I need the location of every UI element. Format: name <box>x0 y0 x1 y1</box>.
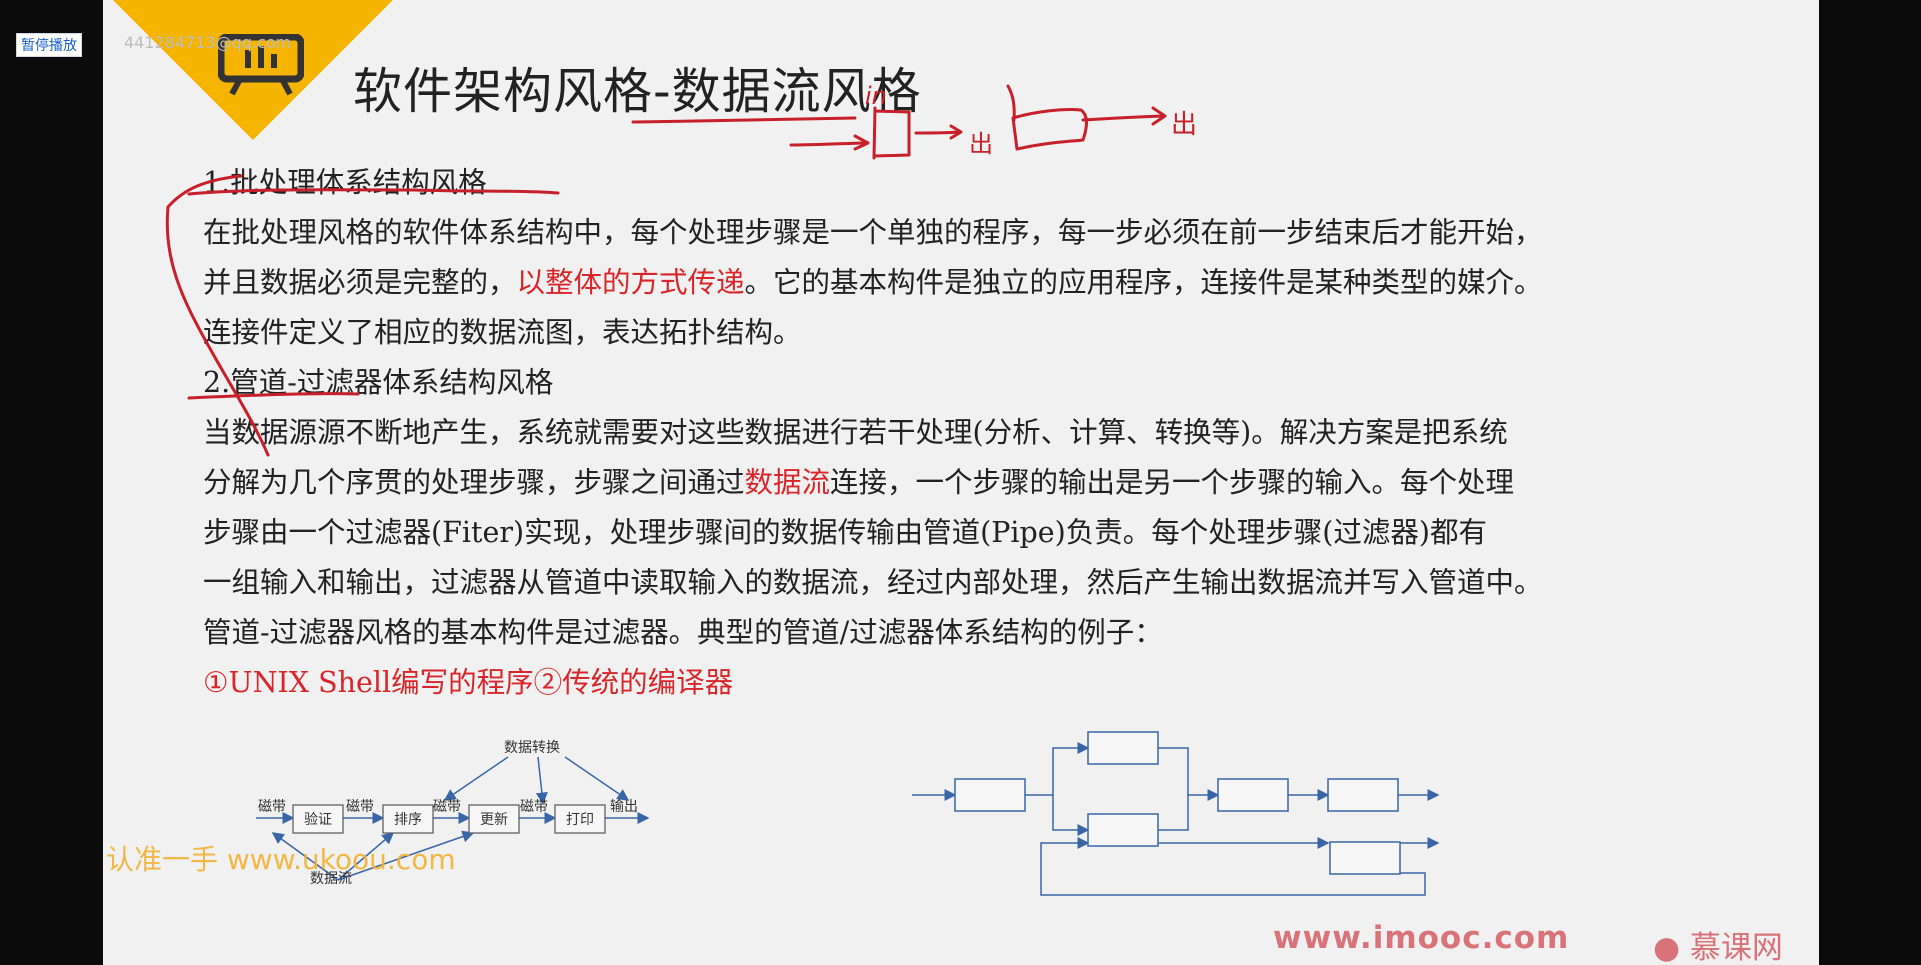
pause-button[interactable]: 暂停播放 <box>16 33 82 57</box>
batch-diagram: 磁带 磁带 磁带 磁带 验证 排序 更新 打印 输出 数据转换 数据流 <box>256 739 650 887</box>
transform-label: 数据转换 <box>504 739 560 756</box>
section2-line3: 步骤由一个过滤器(Fiter)实现，处理步骤间的数据传输由管道(Pipe)负责。… <box>203 516 1487 549</box>
imooc-logo-text: 慕课网 <box>1689 930 1783 965</box>
section2-line4: 一组输入和输出，过滤器从管道中读取输入的数据流，经过内部处理，然后产生输出数据流… <box>203 566 1543 599</box>
section2-line1: 当数据源源不断地产生，系统就需要对这些数据进行若干处理(分析、计算、转换等)。解… <box>203 416 1508 449</box>
corner-decoration <box>113 0 393 140</box>
section2-line5: 管道-过滤器风格的基本构件是过滤器。典型的管道/过滤器体系结构的例子： <box>203 616 1163 649</box>
section1-highlight: 以整体的方式传递 <box>516 266 745 299</box>
box-update: 更新 <box>480 812 508 828</box>
tape-label-2: 磁带 <box>346 799 374 815</box>
section2-examples: ①UNIX Shell编写的程序②传统的编译器 <box>203 666 734 699</box>
tape-label-4: 磁带 <box>520 799 548 815</box>
imooc-watermark: www.imooc.com <box>1273 920 1570 956</box>
flame-icon: ● <box>1653 930 1681 965</box>
qq-watermark: 441284713@qq.com <box>124 33 292 52</box>
pen-annotations: in 出 出 <box>165 82 1197 457</box>
ukoou-watermark: 认准一手 www.ukoou.com <box>106 843 456 876</box>
pipe-filter-diagram <box>912 731 1440 896</box>
box-verify: 验证 <box>304 812 332 828</box>
section1-heading: 1.批处理体系结构风格 <box>203 166 487 199</box>
section1-line3: 连接件定义了相应的数据流图，表达拓扑结构。 <box>203 316 802 349</box>
annotation-in: in <box>865 82 887 110</box>
tape-label-3: 磁带 <box>433 799 461 815</box>
presentation-board-icon <box>218 34 304 96</box>
slide: 软件架构风格-数据流风格 1.批处理体系结构风格 在批处理风格的软件体系结构中，… <box>103 0 1819 965</box>
section2-heading: 2.管道-过滤器体系结构风格 <box>203 366 554 399</box>
section1-line2-text: 并且数据必须是完整的， <box>203 266 517 299</box>
tape-label-1: 磁带 <box>258 799 286 815</box>
section2-line2: 分解为几个序贯的处理步骤，步骤之间通过数据流连接，一个步骤的输出是另一个步骤的输… <box>203 458 1803 508</box>
section2-line2-tail: 连接，一个步骤的输出是另一个步骤的输入。每个处理 <box>830 466 1515 499</box>
section2-highlight: 数据流 <box>744 466 831 499</box>
box-sort: 排序 <box>394 812 422 828</box>
slide-content: 1.批处理体系结构风格 在批处理风格的软件体系结构中，每个处理步骤是一个单独的程… <box>203 158 1803 708</box>
section1-line2: 并且数据必须是完整的，以整体的方式传递。它的基本构件是独立的应用程序，连接件是某… <box>203 258 1803 308</box>
output-label: 输出 <box>610 799 638 815</box>
imooc-logo: ● 慕课网 <box>1653 922 1783 965</box>
annotation-out-1: 出 <box>969 130 993 158</box>
annotation-out-2: 出 <box>1171 110 1197 140</box>
dataflow-label: 数据流 <box>310 871 352 887</box>
section2-line2-text: 分解为几个序贯的处理步骤，步骤之间通过 <box>203 466 745 499</box>
section1-line1: 在批处理风格的软件体系结构中，每个处理步骤是一个单独的程序，每一步必须在前一步结… <box>203 216 1543 249</box>
box-print: 打印 <box>566 811 594 828</box>
section1-line2-tail: 。它的基本构件是独立的应用程序，连接件是某种类型的媒介。 <box>744 266 1543 299</box>
slide-title: 软件架构风格-数据流风格 <box>353 63 922 120</box>
